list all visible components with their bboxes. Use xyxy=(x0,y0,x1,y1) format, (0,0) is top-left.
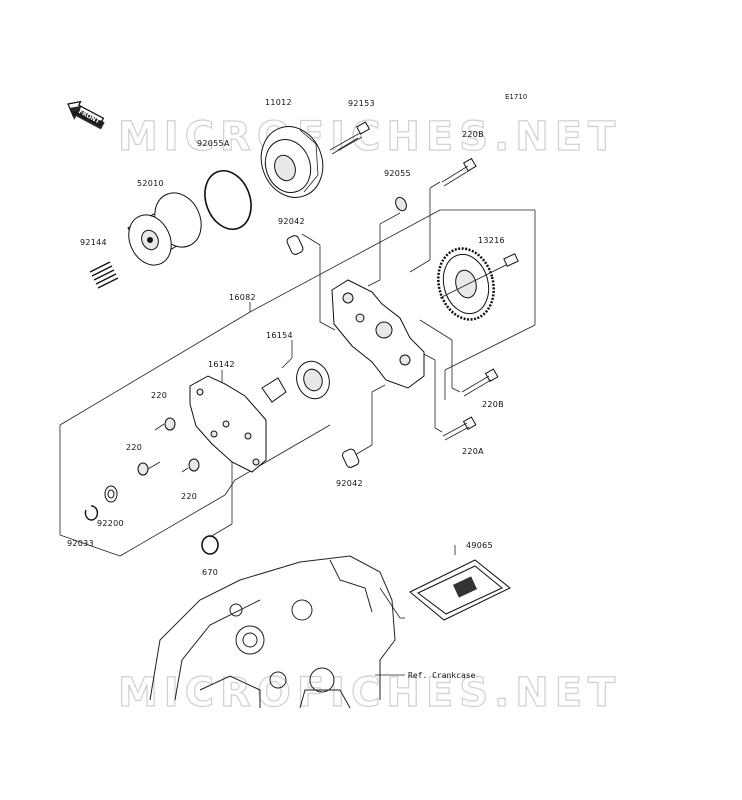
washer-part xyxy=(104,485,118,503)
bolt-92153-part xyxy=(329,121,371,155)
watermark-bottom: MICROFICHES.NET xyxy=(118,670,621,716)
label-16142: 16142 xyxy=(208,360,235,369)
label-220-a: 220 xyxy=(151,391,167,400)
bolt-220B-lower-part xyxy=(461,368,499,397)
o-ring-92055-part xyxy=(395,196,407,212)
o-ring-670-part xyxy=(201,535,219,555)
screw-220-b-part xyxy=(137,461,161,476)
label-220A: 220A xyxy=(462,447,484,456)
label-92153: 92153 xyxy=(348,99,375,108)
dowel-pin-bottom-part xyxy=(341,448,360,468)
label-49065: 49065 xyxy=(466,541,493,550)
screw-220-a-part xyxy=(154,417,176,431)
label-220B-top: 220B xyxy=(462,130,484,139)
watermark-top: MICROFICHES.NET xyxy=(118,114,621,160)
label-16154: 16154 xyxy=(266,331,293,340)
label-92042-top: 92042 xyxy=(278,217,305,226)
oil-pump-gear-part xyxy=(437,247,519,321)
oil-filter-cover-part xyxy=(260,126,324,198)
screw-220-c-part xyxy=(181,458,200,473)
label-92144: 92144 xyxy=(80,238,107,247)
circlip-part xyxy=(84,505,99,521)
label-92033: 92033 xyxy=(67,539,94,548)
oil-pump-body-part xyxy=(331,279,425,389)
label-670: 670 xyxy=(202,568,218,577)
label-220B-lower: 220B xyxy=(482,400,504,409)
spring-part xyxy=(89,261,119,289)
oil-pump-rotor-part xyxy=(261,360,330,403)
label-52010: 52010 xyxy=(137,179,164,188)
label-11012: 11012 xyxy=(265,98,292,107)
oil-strainer-part xyxy=(409,559,511,621)
front-arrow-icon: FRONT xyxy=(67,100,105,130)
bolt-220B-top-part xyxy=(441,157,477,187)
reference-crankcase-note: Ref. Crankcase xyxy=(408,671,476,680)
label-92055A: 92055A xyxy=(197,139,230,148)
label-92200: 92200 xyxy=(97,519,124,528)
oil-pump-cover-plate-part xyxy=(189,375,267,473)
label-220-c: 220 xyxy=(181,492,197,501)
crankcase-part xyxy=(149,555,396,709)
label-220-b: 220 xyxy=(126,443,142,452)
oil-filter-part xyxy=(127,192,202,266)
diagram-code: E1710 xyxy=(505,93,527,101)
bolt-220A-part xyxy=(442,416,477,441)
label-92055: 92055 xyxy=(384,169,411,178)
leader-lines xyxy=(59,137,536,676)
label-16082: 16082 xyxy=(229,293,256,302)
label-13216: 13216 xyxy=(478,236,505,245)
dowel-pin-top-part xyxy=(286,235,304,255)
label-92042-bottom: 92042 xyxy=(336,479,363,488)
part-labels: 11012 92153 220B 92055A 92055 52010 9204… xyxy=(67,98,505,680)
o-ring-92055A-part xyxy=(204,170,252,230)
